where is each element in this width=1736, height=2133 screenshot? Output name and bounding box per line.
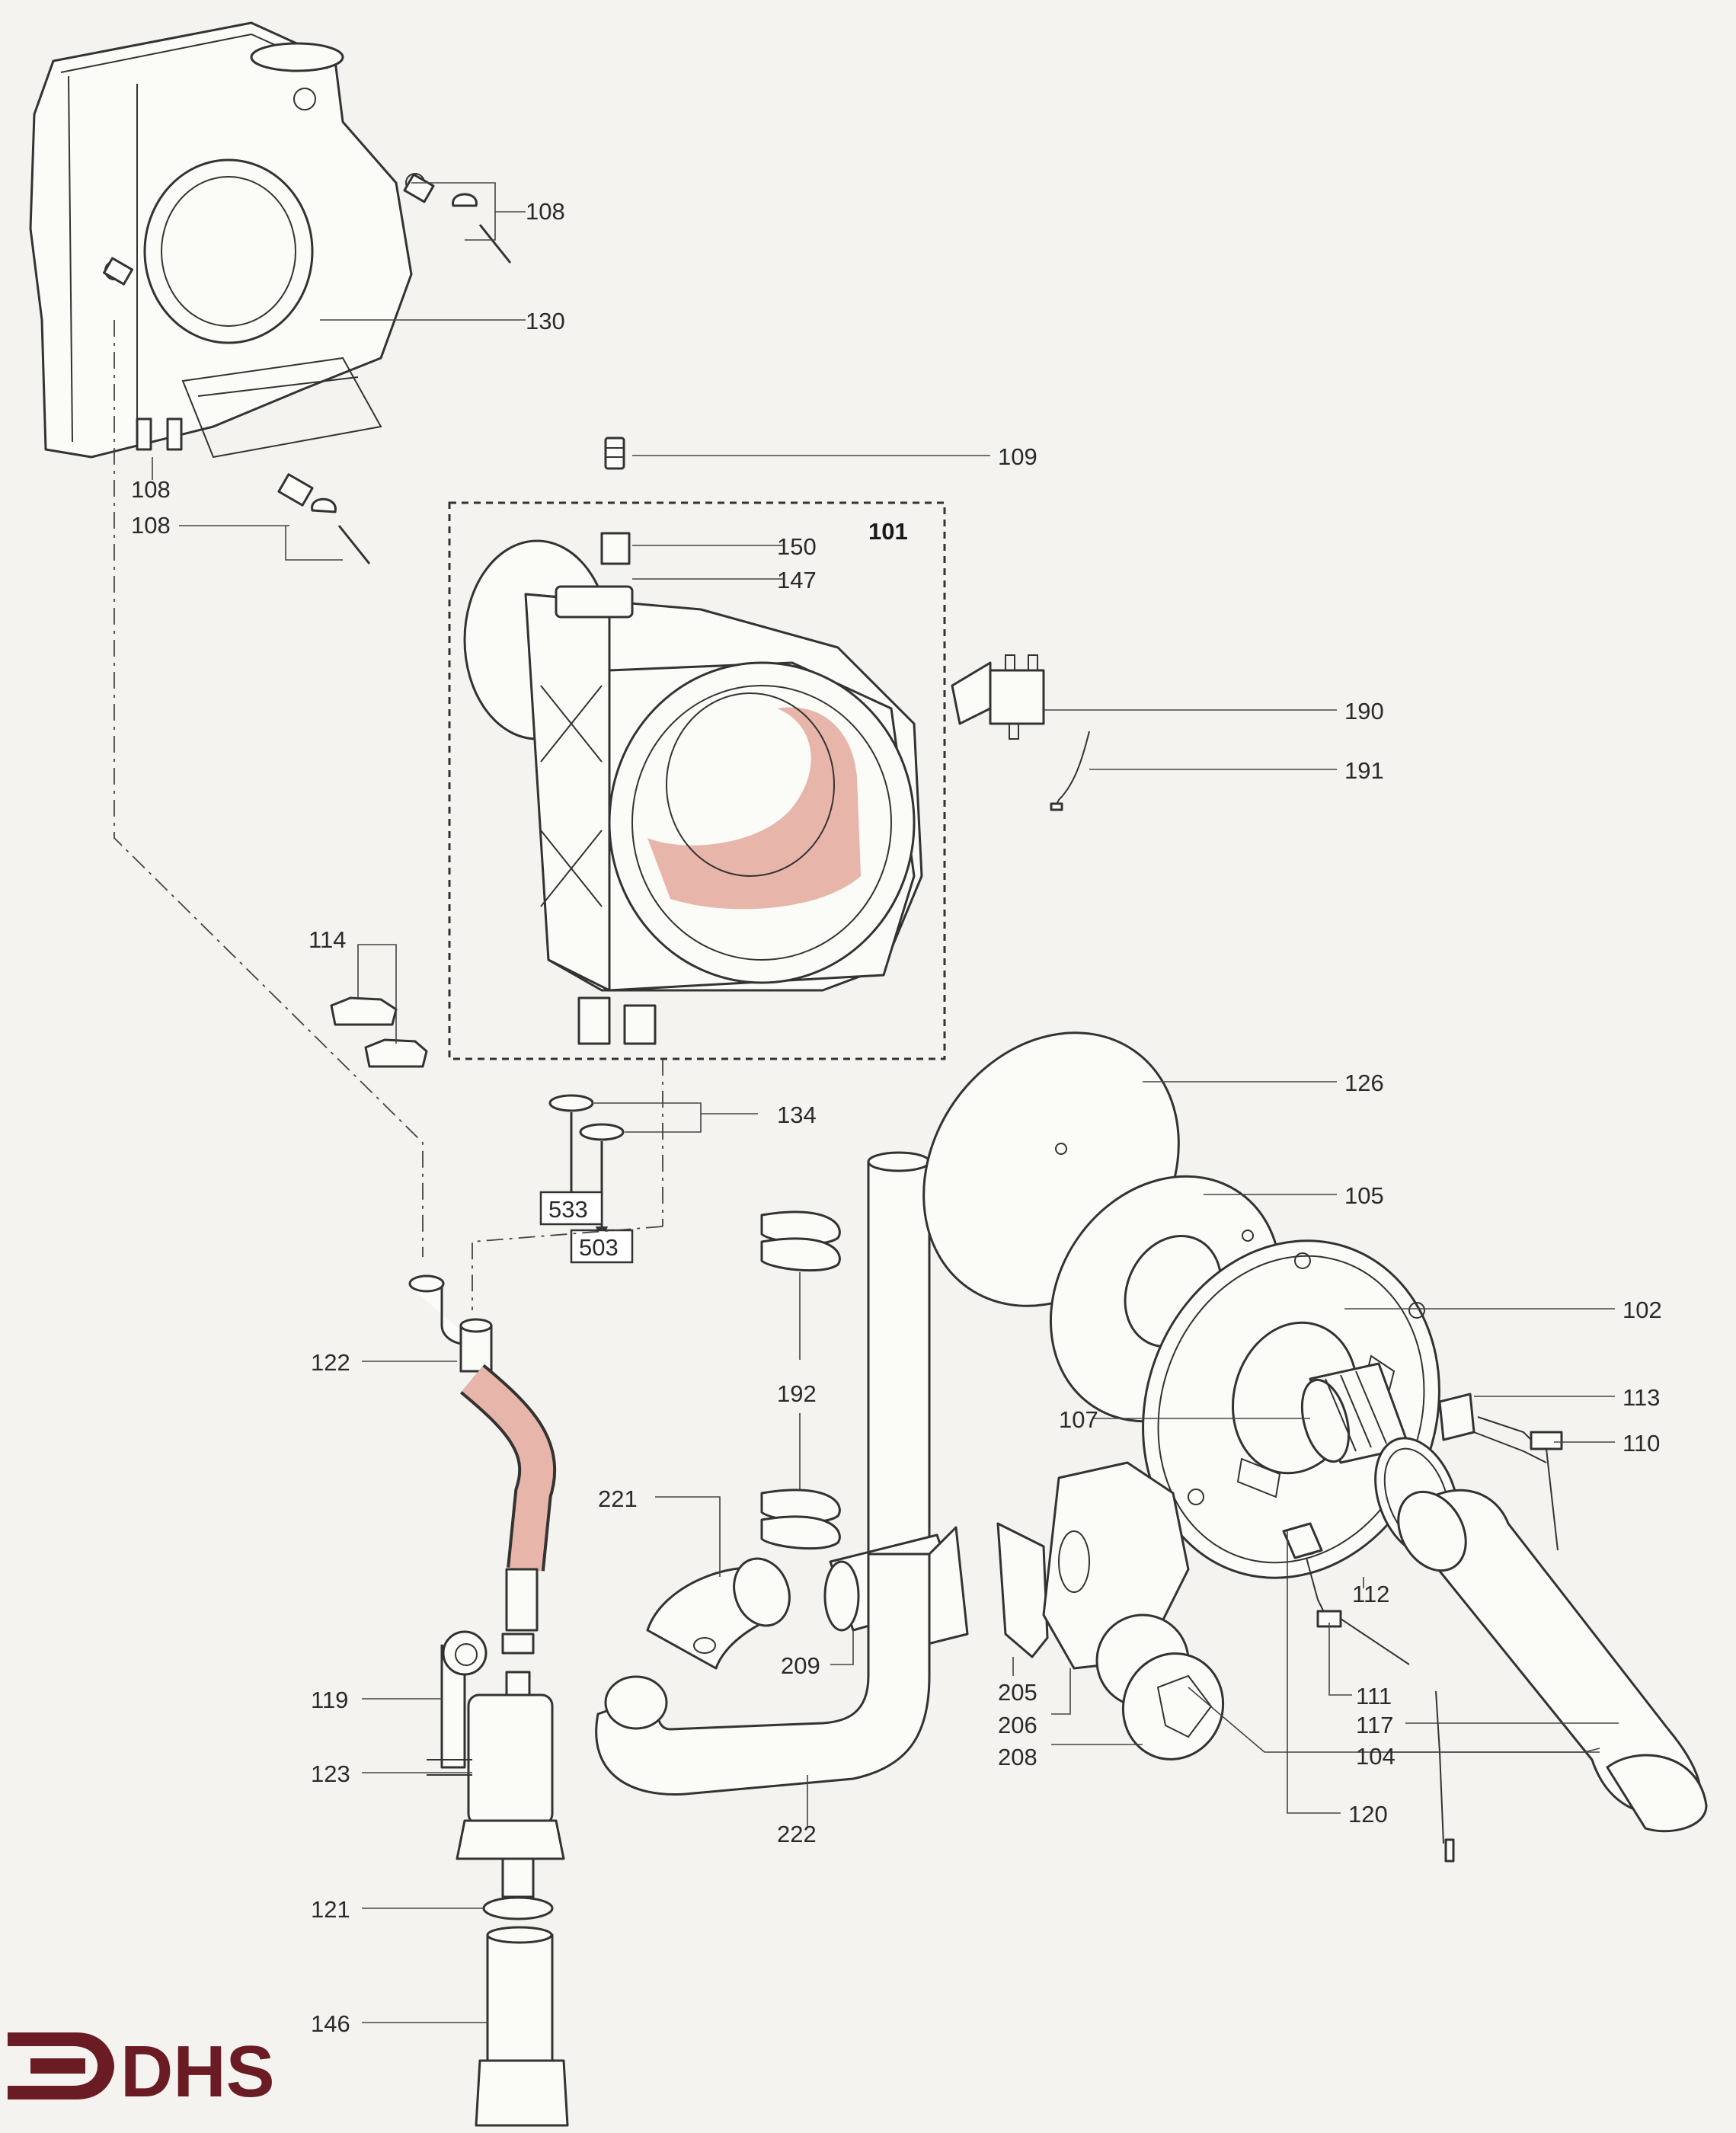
part-122-hose: [408, 1274, 557, 1632]
label-123: 123: [311, 1760, 350, 1787]
label-101: 101: [868, 518, 908, 545]
part-121-oring: [482, 1896, 554, 1920]
label-190: 190: [1344, 698, 1384, 724]
label-208: 208: [998, 1744, 1037, 1770]
part-222-bend: [595, 1553, 931, 1796]
dhs-logo: DHS: [8, 2031, 275, 2112]
label-114: 114: [309, 926, 346, 953]
part-119-elbow: [440, 1630, 488, 1769]
label-111: 111: [1356, 1683, 1392, 1709]
label-107: 107: [1059, 1406, 1098, 1433]
label-104: 104: [1356, 1743, 1396, 1770]
label-146: 146: [311, 2010, 350, 2037]
label-105: 105: [1344, 1182, 1384, 1209]
ref-box-533: [539, 1191, 603, 1226]
label-110: 110: [1623, 1430, 1660, 1457]
part-130-casing: [29, 21, 512, 564]
label-112: 112: [1352, 1581, 1389, 1607]
part-221-elbow: [646, 1557, 791, 1670]
part-111-sensor: [1282, 1522, 1455, 1863]
label-205: 205: [998, 1679, 1037, 1706]
label-147: 147: [777, 567, 817, 593]
part-104-117-flue-duct: [1397, 1489, 1708, 1833]
part-190-ignition-unit: [951, 654, 1045, 740]
label-222: 222: [777, 1821, 817, 1847]
label-119: 119: [311, 1687, 348, 1713]
label-134: 134: [777, 1102, 817, 1128]
label-122: 122: [311, 1349, 350, 1376]
label-150: 150: [777, 533, 817, 560]
label-221: 221: [598, 1485, 638, 1512]
label-113: 113: [1623, 1384, 1660, 1411]
label-503: 503: [579, 1234, 619, 1261]
part-191-cable: [1050, 731, 1090, 811]
label-130: 130: [526, 308, 565, 334]
label-109: 109: [998, 443, 1037, 470]
part-146-cup: [475, 1926, 569, 2127]
label-191: 191: [1344, 757, 1384, 784]
part-123-siphon: [427, 1633, 565, 1898]
label-108-mid: 108: [131, 476, 171, 503]
callout-labels: 108 130 108 108 109 101 150 147 190 191 …: [131, 198, 1662, 2037]
part-114-clips: [330, 996, 428, 1068]
ref-box-503: [570, 1229, 634, 1264]
part-205-206-208-fan: [996, 1461, 1225, 1760]
label-533: 533: [548, 1196, 588, 1223]
label-108-top: 108: [526, 198, 565, 225]
label-192: 192: [777, 1380, 817, 1407]
part-134-orings: [548, 1094, 625, 1141]
label-108-low: 108: [131, 512, 171, 539]
part-110-electrode: [1473, 1416, 1563, 1551]
label-209: 209: [781, 1652, 820, 1679]
label-206: 206: [998, 1712, 1037, 1738]
logo-text: DHS: [120, 2031, 275, 2112]
label-126: 126: [1344, 1070, 1384, 1096]
label-102: 102: [1623, 1297, 1662, 1323]
part-192-clips: [760, 1210, 841, 1550]
label-121: 121: [311, 1896, 350, 1923]
part-113-gasket: [1438, 1393, 1475, 1441]
part-109-fitting: [604, 437, 625, 470]
assembly-101-box: [448, 501, 946, 1060]
label-117: 117: [1356, 1712, 1393, 1738]
part-107-burner-tube: [1300, 1362, 1411, 1464]
label-120: 120: [1348, 1801, 1388, 1828]
part-101-heat-exchanger: [463, 532, 923, 1045]
